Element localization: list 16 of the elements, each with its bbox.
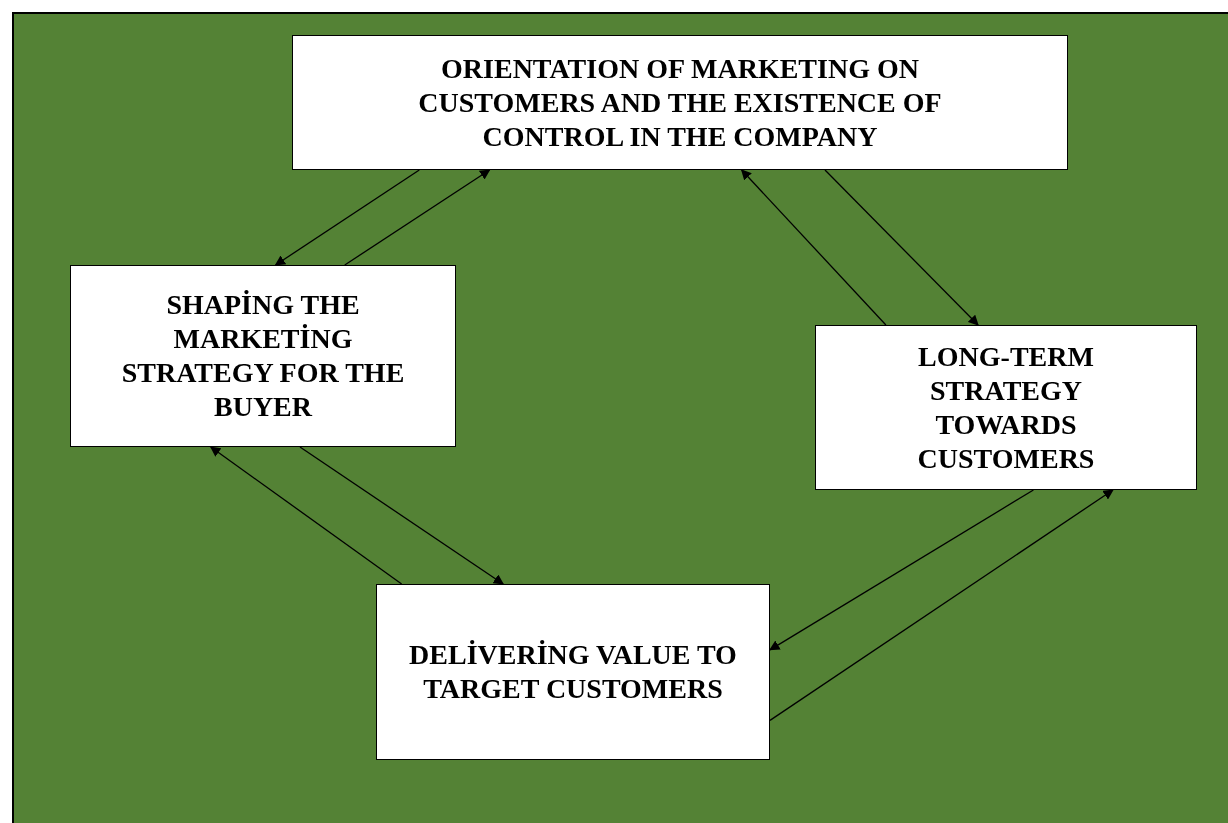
arrow [824,169,979,326]
arrow [210,446,403,585]
process-box [292,35,1068,170]
arrow [769,489,1114,722]
process-box [815,325,1197,490]
box-label: LONG-TERM STRATEGY TOWARDS CUSTOMERS [916,339,1096,476]
arrow [274,169,420,266]
box-label: ORIENTATION OF MARKETING ON CUSTOMERS AND THE EXISTENCE OF CONTROL IN THE COMPANY [417,51,943,154]
box-label: DELİVERİNG VALUE TO TARGET CUSTOMERS [409,638,737,706]
process-box [70,265,456,447]
box-label: SHAPİNG THE MARKETİNG STRATEGY FOR THE BUYER [120,288,406,424]
process-box [376,584,770,760]
arrow [299,446,504,585]
arrow [344,169,491,266]
arrow [740,169,887,326]
arrow [769,489,1035,651]
